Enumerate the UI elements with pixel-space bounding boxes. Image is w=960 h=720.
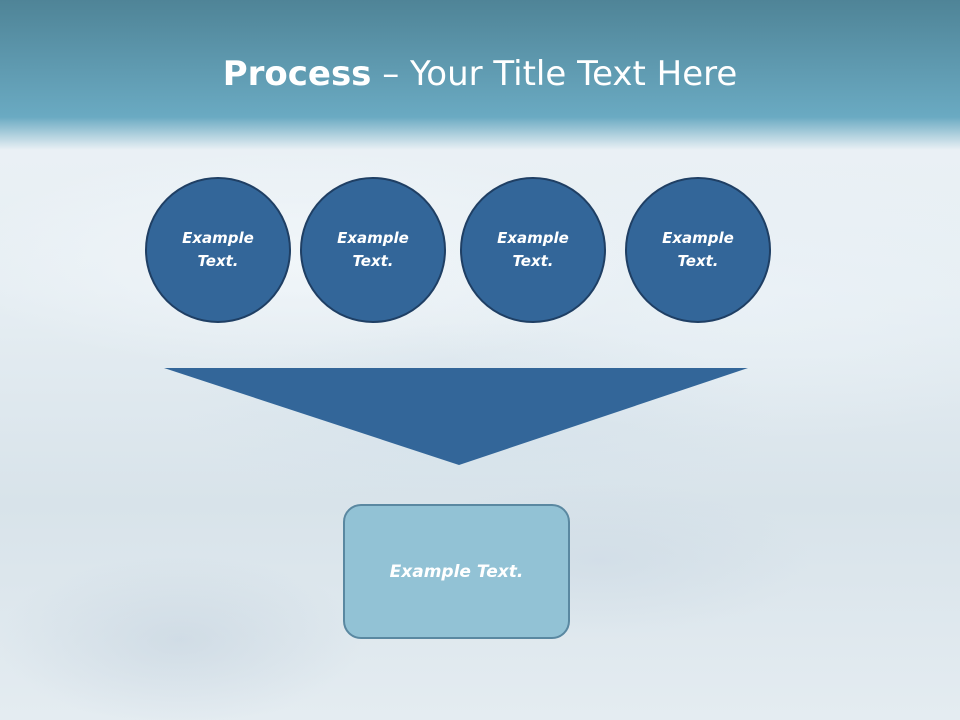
step-4-line2: Text. <box>677 252 719 270</box>
process-step-circle-3: Example Text. <box>460 177 606 323</box>
title-rest: – Your Title Text Here <box>371 54 738 94</box>
step-1-line2: Text. <box>197 252 239 270</box>
process-step-circle-2: Example Text. <box>300 177 446 323</box>
step-4-line1: Example <box>662 229 734 247</box>
slide-title: Process – Your Title Text Here <box>0 52 960 96</box>
funnel-arrow <box>164 368 748 465</box>
result-label: Example Text. <box>389 561 524 582</box>
step-2-line1: Example <box>337 229 409 247</box>
step-2-text: Example Text. <box>323 227 423 273</box>
header-band <box>0 0 960 150</box>
step-2-line2: Text. <box>352 252 394 270</box>
funnel-triangle <box>164 368 748 465</box>
title-strong: Process <box>222 54 372 94</box>
process-step-circle-4: Example Text. <box>625 177 771 323</box>
step-4-text: Example Text. <box>648 227 748 273</box>
step-3-line1: Example <box>497 229 569 247</box>
step-3-text: Example Text. <box>483 227 583 273</box>
result-box: Example Text. <box>343 504 570 639</box>
step-3-line2: Text. <box>512 252 554 270</box>
step-1-text: Example Text. <box>168 227 268 273</box>
step-1-line1: Example <box>182 229 254 247</box>
process-step-circle-1: Example Text. <box>145 177 291 323</box>
